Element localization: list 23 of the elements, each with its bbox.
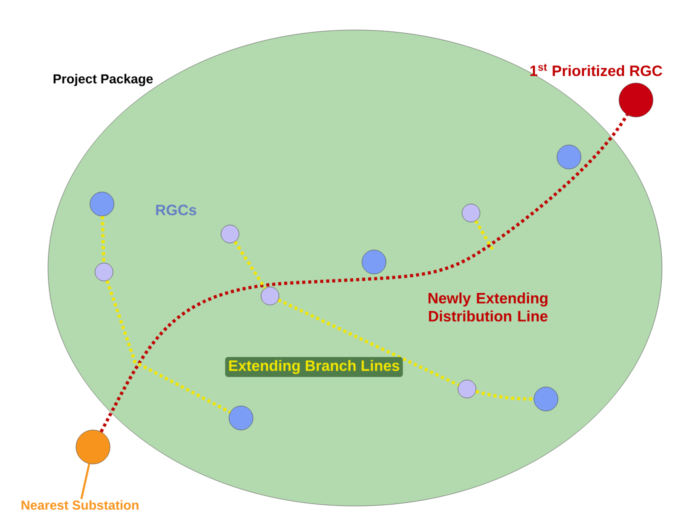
rgc-circle [94,262,114,282]
distribution-line [100,114,628,433]
rgc-circle [220,224,240,244]
rgc-circle [362,250,386,274]
branch-line [100,216,106,263]
group-label: RGCs [156,204,196,216]
branch-line [234,240,266,290]
rgc-circle [534,386,558,412]
branch-line [475,390,534,401]
rgc-circle [462,204,480,222]
substation-circle [76,430,110,464]
rgc-circle [260,286,280,306]
rgc-circle [556,144,582,170]
rgc-circle [458,380,476,398]
rgc-circle [90,192,114,216]
leader-line [80,464,90,500]
branch-line [474,220,494,251]
line-label: Extending Branch Lines [225,356,403,378]
branch-line [278,298,460,387]
rgc-circle [228,406,254,430]
line-label: Newly Extending Distribution Line [428,292,548,322]
branch-line [105,280,231,414]
node-label: 1$^{st}$ Prioritized RGC [530,64,662,76]
